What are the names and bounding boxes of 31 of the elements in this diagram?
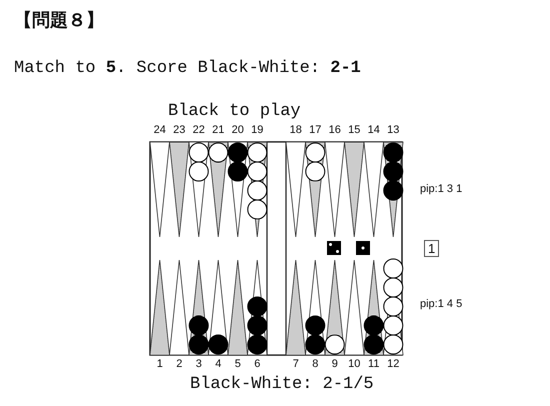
match-score-text: Match to 5. Score Black-White: 2-1 [14, 59, 361, 78]
pip-count-text: pip:1 3 1 [420, 183, 462, 195]
point-number: 2 [175, 358, 184, 370]
point-number: 8 [311, 358, 320, 370]
point-number: 13 [386, 124, 400, 136]
point-number: 4 [214, 358, 222, 370]
point-number: 22 [192, 124, 206, 136]
point-number: 16 [328, 124, 342, 136]
point-number: 11 [367, 358, 380, 370]
point-number: 9 [330, 358, 339, 370]
point-number: 6 [253, 358, 262, 370]
final-score-text: Black-White: 2-1/5 [190, 375, 374, 394]
point-number: 20 [230, 124, 245, 136]
point-number: 17 [308, 124, 322, 136]
doubling-cube: 1 [424, 240, 440, 257]
point-number: 15 [347, 124, 362, 136]
point-number: 5 [234, 358, 242, 370]
point-number: 7 [292, 358, 300, 370]
pip-count-text: pip:1 4 5 [420, 298, 462, 310]
point-number: 23 [172, 124, 186, 136]
problem-title: 【問題８】 [14, 9, 104, 32]
point-number: 12 [386, 358, 400, 370]
point-number: 24 [152, 124, 167, 136]
point-number: 3 [194, 358, 203, 370]
point-number: 1 [156, 358, 164, 370]
point-number: 19 [250, 124, 264, 136]
point-number: 14 [366, 124, 381, 136]
point-number: 21 [211, 124, 226, 136]
point-number: 18 [288, 124, 303, 136]
turn-indicator-text: Black to play [168, 102, 301, 121]
point-number: 10 [347, 358, 362, 370]
